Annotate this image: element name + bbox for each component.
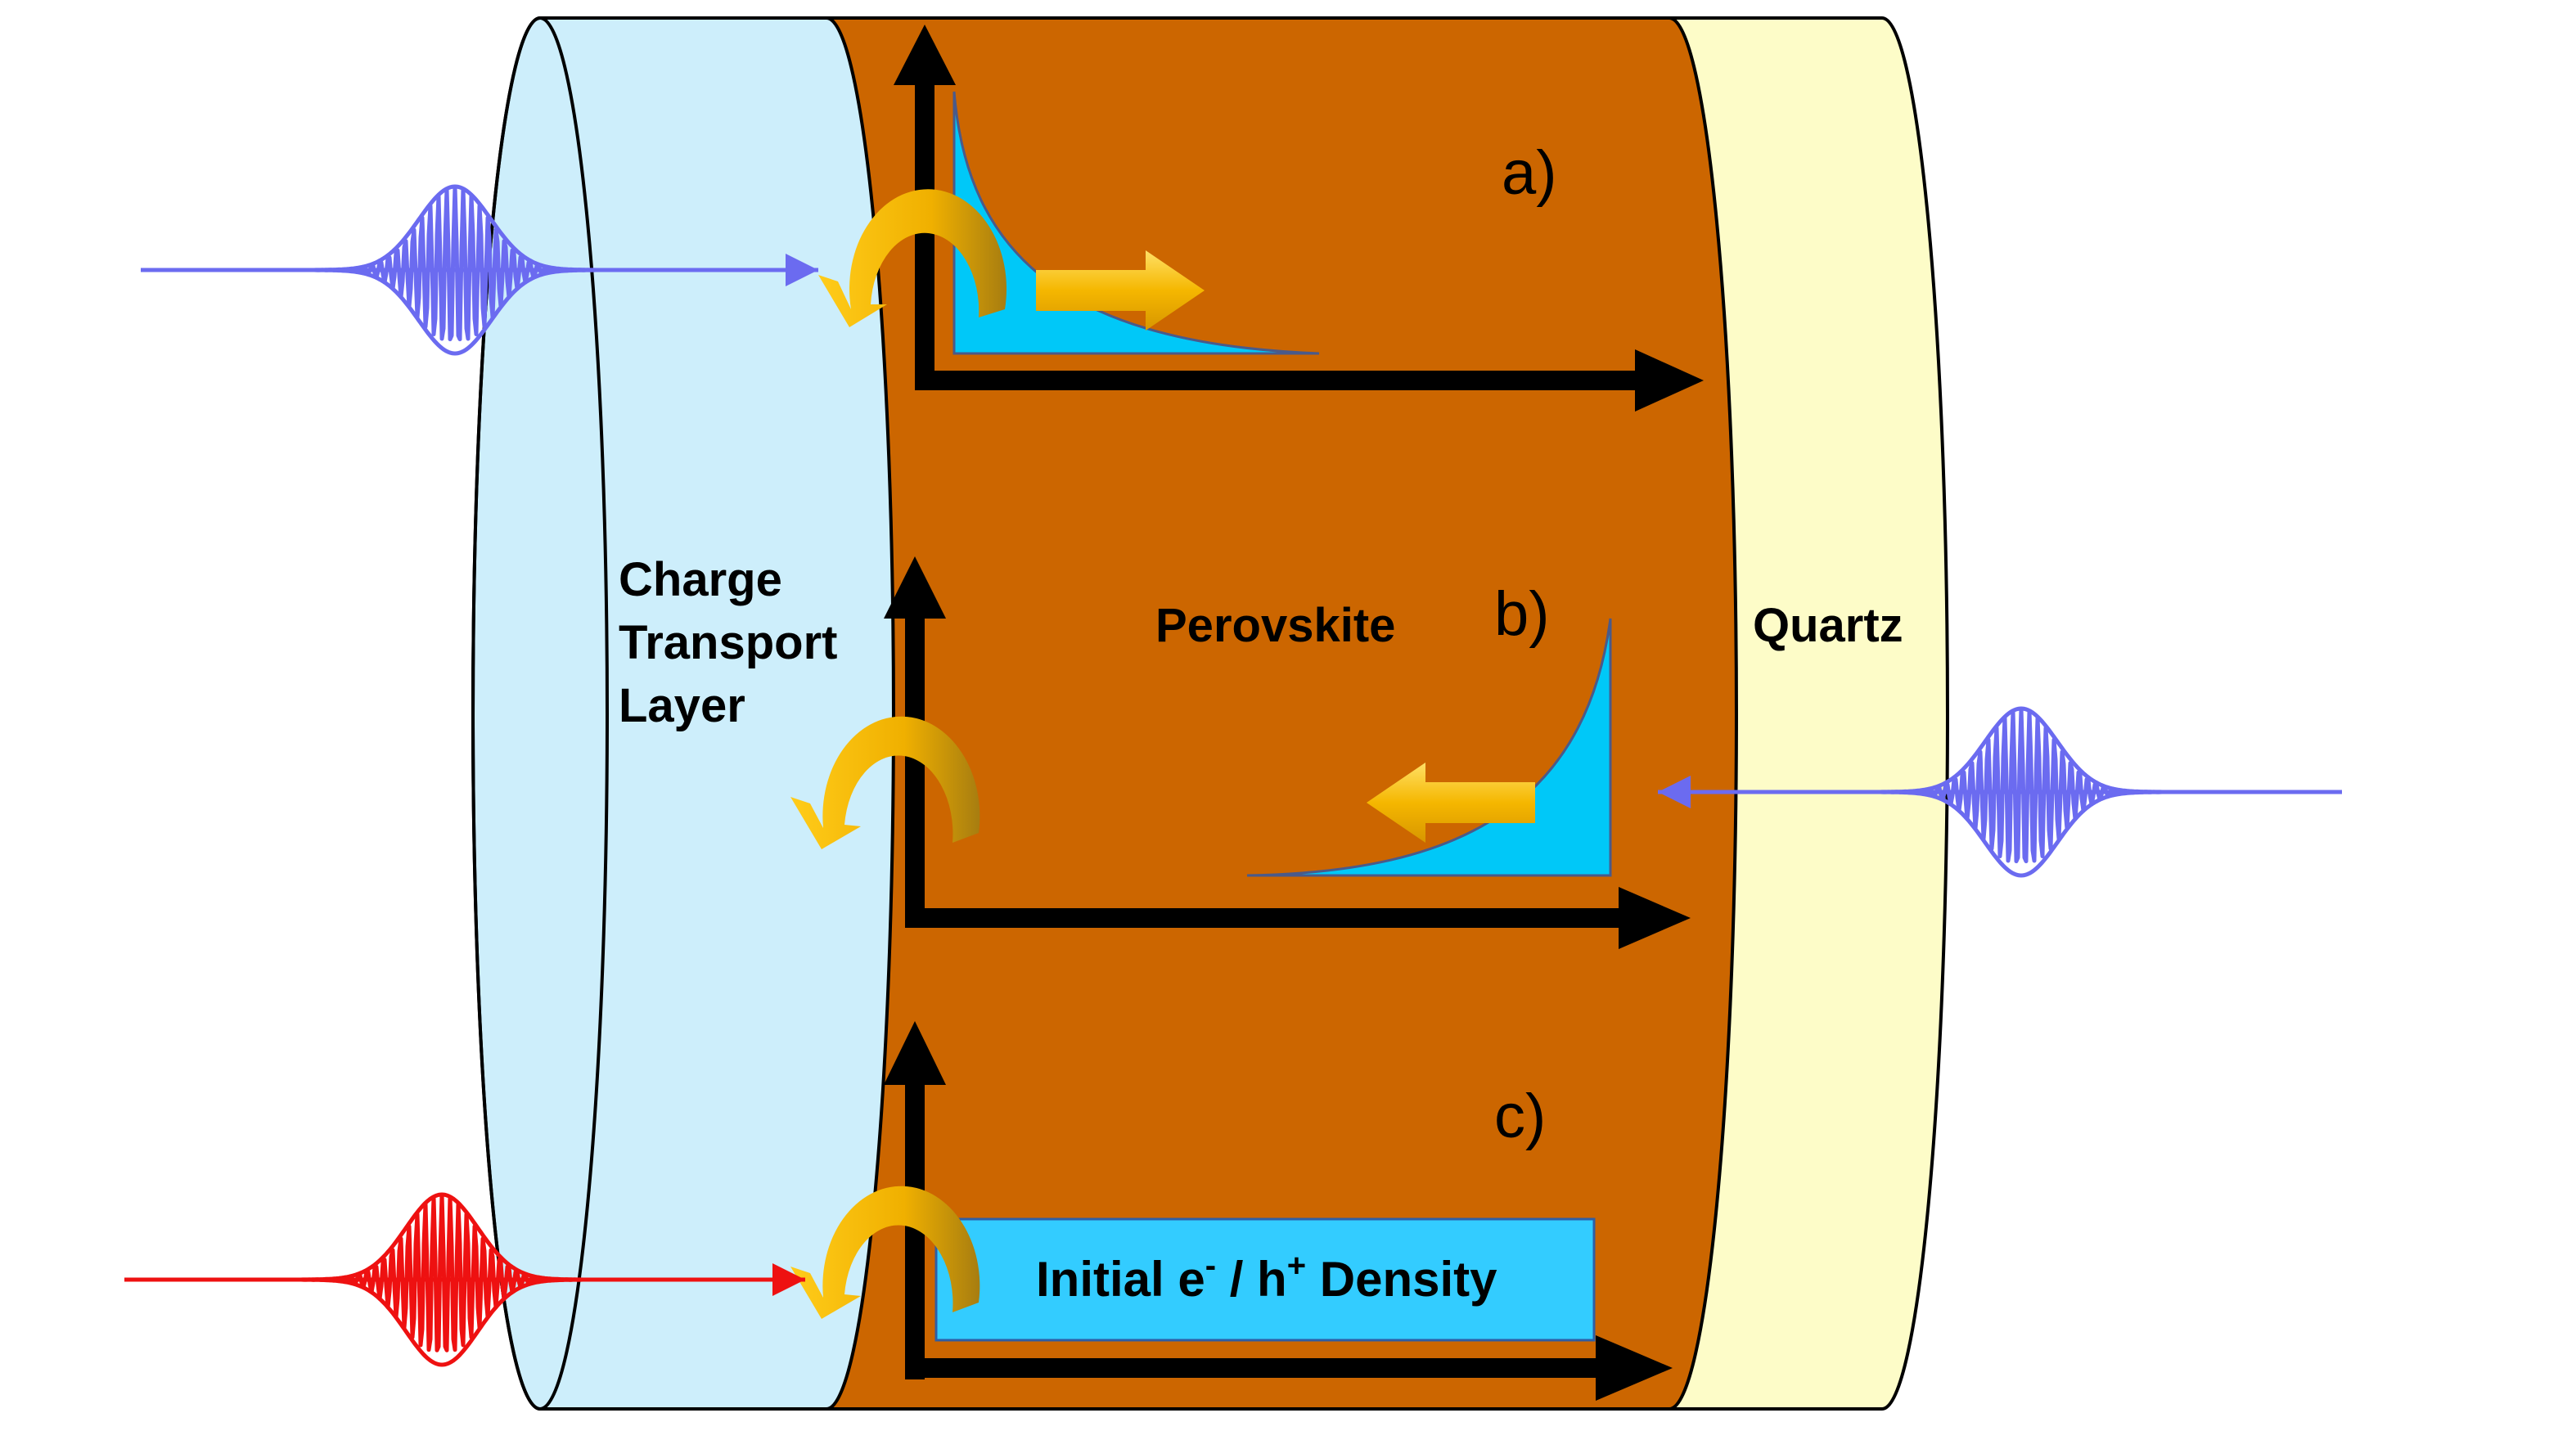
panel-b-label: b) <box>1494 579 1550 649</box>
blue-pulse-back-icon <box>1658 706 2342 878</box>
charge-transport-label-line2: Transport <box>619 616 838 669</box>
panel-a-label: a) <box>1502 138 1557 208</box>
transfer-curved-arrow-icon <box>818 189 1007 327</box>
ctl-front-face <box>471 16 609 1411</box>
axis-b <box>884 556 1691 949</box>
red-pulse-front-icon <box>124 1192 805 1367</box>
panel-a: a) <box>818 25 1704 412</box>
blue-pulse-front-icon <box>141 184 818 356</box>
transfer-curved-arrow-icon <box>790 716 980 849</box>
diffusion-block-arrow-icon <box>1036 250 1205 331</box>
charge-transport-layer <box>471 16 895 1411</box>
panel-c: c) Initial e- / h+ Density <box>790 1021 1673 1401</box>
charge-transport-label-line1: Charge <box>619 553 782 606</box>
quartz-label: Quartz <box>1753 599 1903 652</box>
perovskite-label: Perovskite <box>1155 599 1395 652</box>
quartz-layer <box>1668 16 1949 1411</box>
charge-transport-label-line3: Layer <box>619 679 745 732</box>
panel-c-label: c) <box>1494 1082 1546 1151</box>
perovskite-layer <box>825 16 1738 1411</box>
initial-density-box <box>934 1217 1596 1342</box>
initial-density-label: Initial e- / h+ Density <box>1036 1248 1497 1307</box>
panel-b: b) <box>790 556 1691 949</box>
diffusion-block-arrow-icon <box>1367 763 1535 843</box>
transfer-curved-arrow-icon <box>790 1186 980 1319</box>
